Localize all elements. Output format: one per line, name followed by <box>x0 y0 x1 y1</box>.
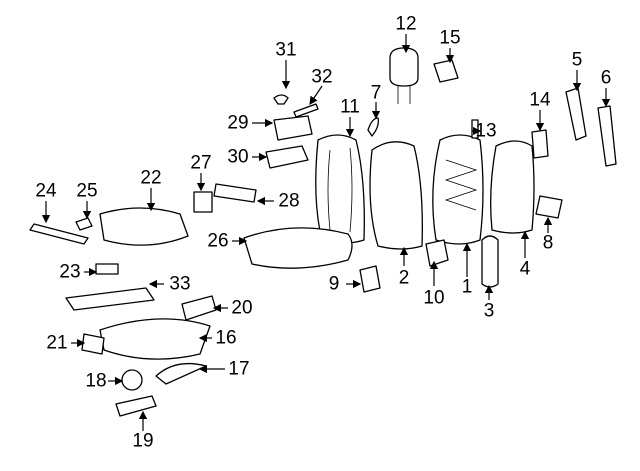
label-26: 26 <box>207 230 229 252</box>
part-21 <box>81 333 105 355</box>
part-7 <box>367 117 380 137</box>
part-10 <box>425 239 449 267</box>
part-6 <box>597 105 617 167</box>
label-16: 16 <box>215 327 237 349</box>
label-24: 24 <box>35 180 57 202</box>
part-25 <box>75 217 93 231</box>
part-27 <box>193 191 213 213</box>
label-17: 17 <box>228 358 250 380</box>
label-4: 4 <box>519 258 531 280</box>
label-30: 30 <box>227 146 249 168</box>
part-9 <box>359 265 381 293</box>
label-33: 33 <box>169 273 191 295</box>
label-21: 21 <box>46 332 68 354</box>
label-10: 10 <box>423 287 445 309</box>
label-14: 14 <box>529 89 551 111</box>
part-32 <box>293 103 319 118</box>
part-33 <box>65 287 155 311</box>
label-27: 27 <box>190 152 212 174</box>
part-12-headrest <box>389 47 419 104</box>
part-19 <box>115 395 157 417</box>
part-26-cushion-foam <box>243 227 353 269</box>
part-28 <box>213 183 257 203</box>
label-8: 8 <box>542 232 554 254</box>
label-13: 13 <box>475 120 497 142</box>
label-25: 25 <box>76 180 98 202</box>
label-5: 5 <box>571 49 583 71</box>
label-32: 32 <box>311 66 333 88</box>
part-5 <box>565 87 587 141</box>
label-15: 15 <box>439 27 461 49</box>
label-19: 19 <box>132 430 154 452</box>
label-31: 31 <box>275 39 297 61</box>
part-18 <box>121 369 143 391</box>
label-1: 1 <box>461 276 473 298</box>
part-23 <box>95 263 119 275</box>
part-14 <box>531 129 549 159</box>
label-23: 23 <box>59 261 81 283</box>
part-31 <box>273 94 289 105</box>
part-8 <box>535 195 563 219</box>
label-22: 22 <box>140 167 162 189</box>
part-2-backrest-foam <box>369 141 423 250</box>
part-11-backrest-cover <box>315 134 365 244</box>
part-4-back-panel <box>490 140 535 234</box>
label-3: 3 <box>483 300 495 322</box>
part-3 <box>481 235 499 288</box>
label-9: 9 <box>328 273 340 295</box>
part-17 <box>155 362 207 385</box>
part-29 <box>273 115 313 141</box>
label-11: 11 <box>340 96 360 118</box>
part-15 <box>433 59 459 83</box>
part-24 <box>29 223 89 245</box>
part-22-cushion-cover <box>99 207 189 246</box>
label-7: 7 <box>370 82 382 104</box>
label-18: 18 <box>85 370 107 392</box>
label-29: 29 <box>227 112 249 134</box>
label-6: 6 <box>600 67 612 89</box>
label-12: 12 <box>395 13 417 35</box>
label-20: 20 <box>231 297 253 319</box>
part-30 <box>265 145 309 169</box>
part-16-seat-pan <box>99 318 211 360</box>
leader-lines <box>41 34 611 431</box>
label-2: 2 <box>398 267 410 289</box>
label-28: 28 <box>278 190 300 212</box>
part-20 <box>181 295 217 321</box>
